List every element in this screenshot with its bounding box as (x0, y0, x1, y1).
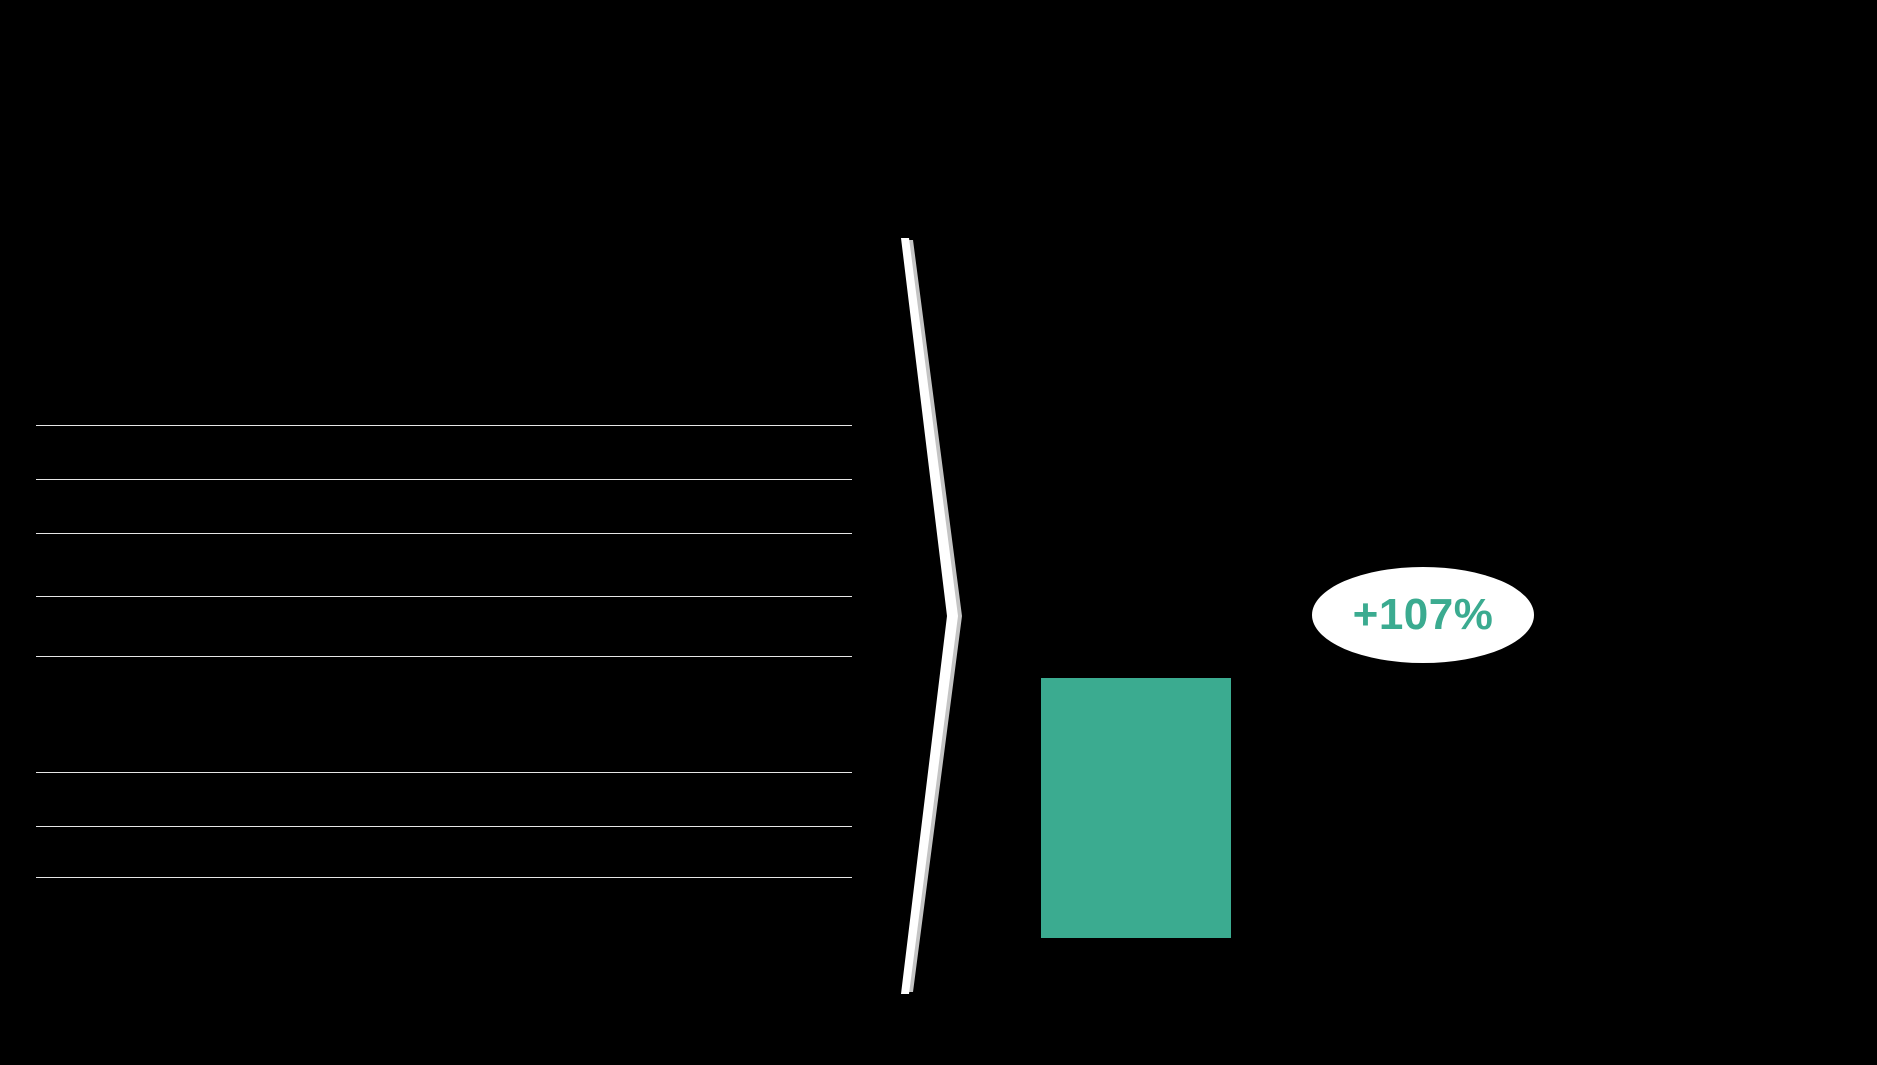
table-rule-line (36, 425, 852, 426)
table-rule-line (36, 596, 852, 597)
chevron-divider-icon (898, 238, 988, 994)
table-rule-line (36, 877, 852, 878)
table-rule-line (36, 772, 852, 773)
table-rule-line (36, 656, 852, 657)
growth-callout: +107% (1312, 567, 1534, 663)
chart-bar (1041, 678, 1231, 938)
chevron-shape (901, 238, 958, 994)
table-rule-line (36, 533, 852, 534)
table-rule-line (36, 479, 852, 480)
table-rule-line (36, 826, 852, 827)
growth-callout-label: +107% (1352, 590, 1494, 639)
